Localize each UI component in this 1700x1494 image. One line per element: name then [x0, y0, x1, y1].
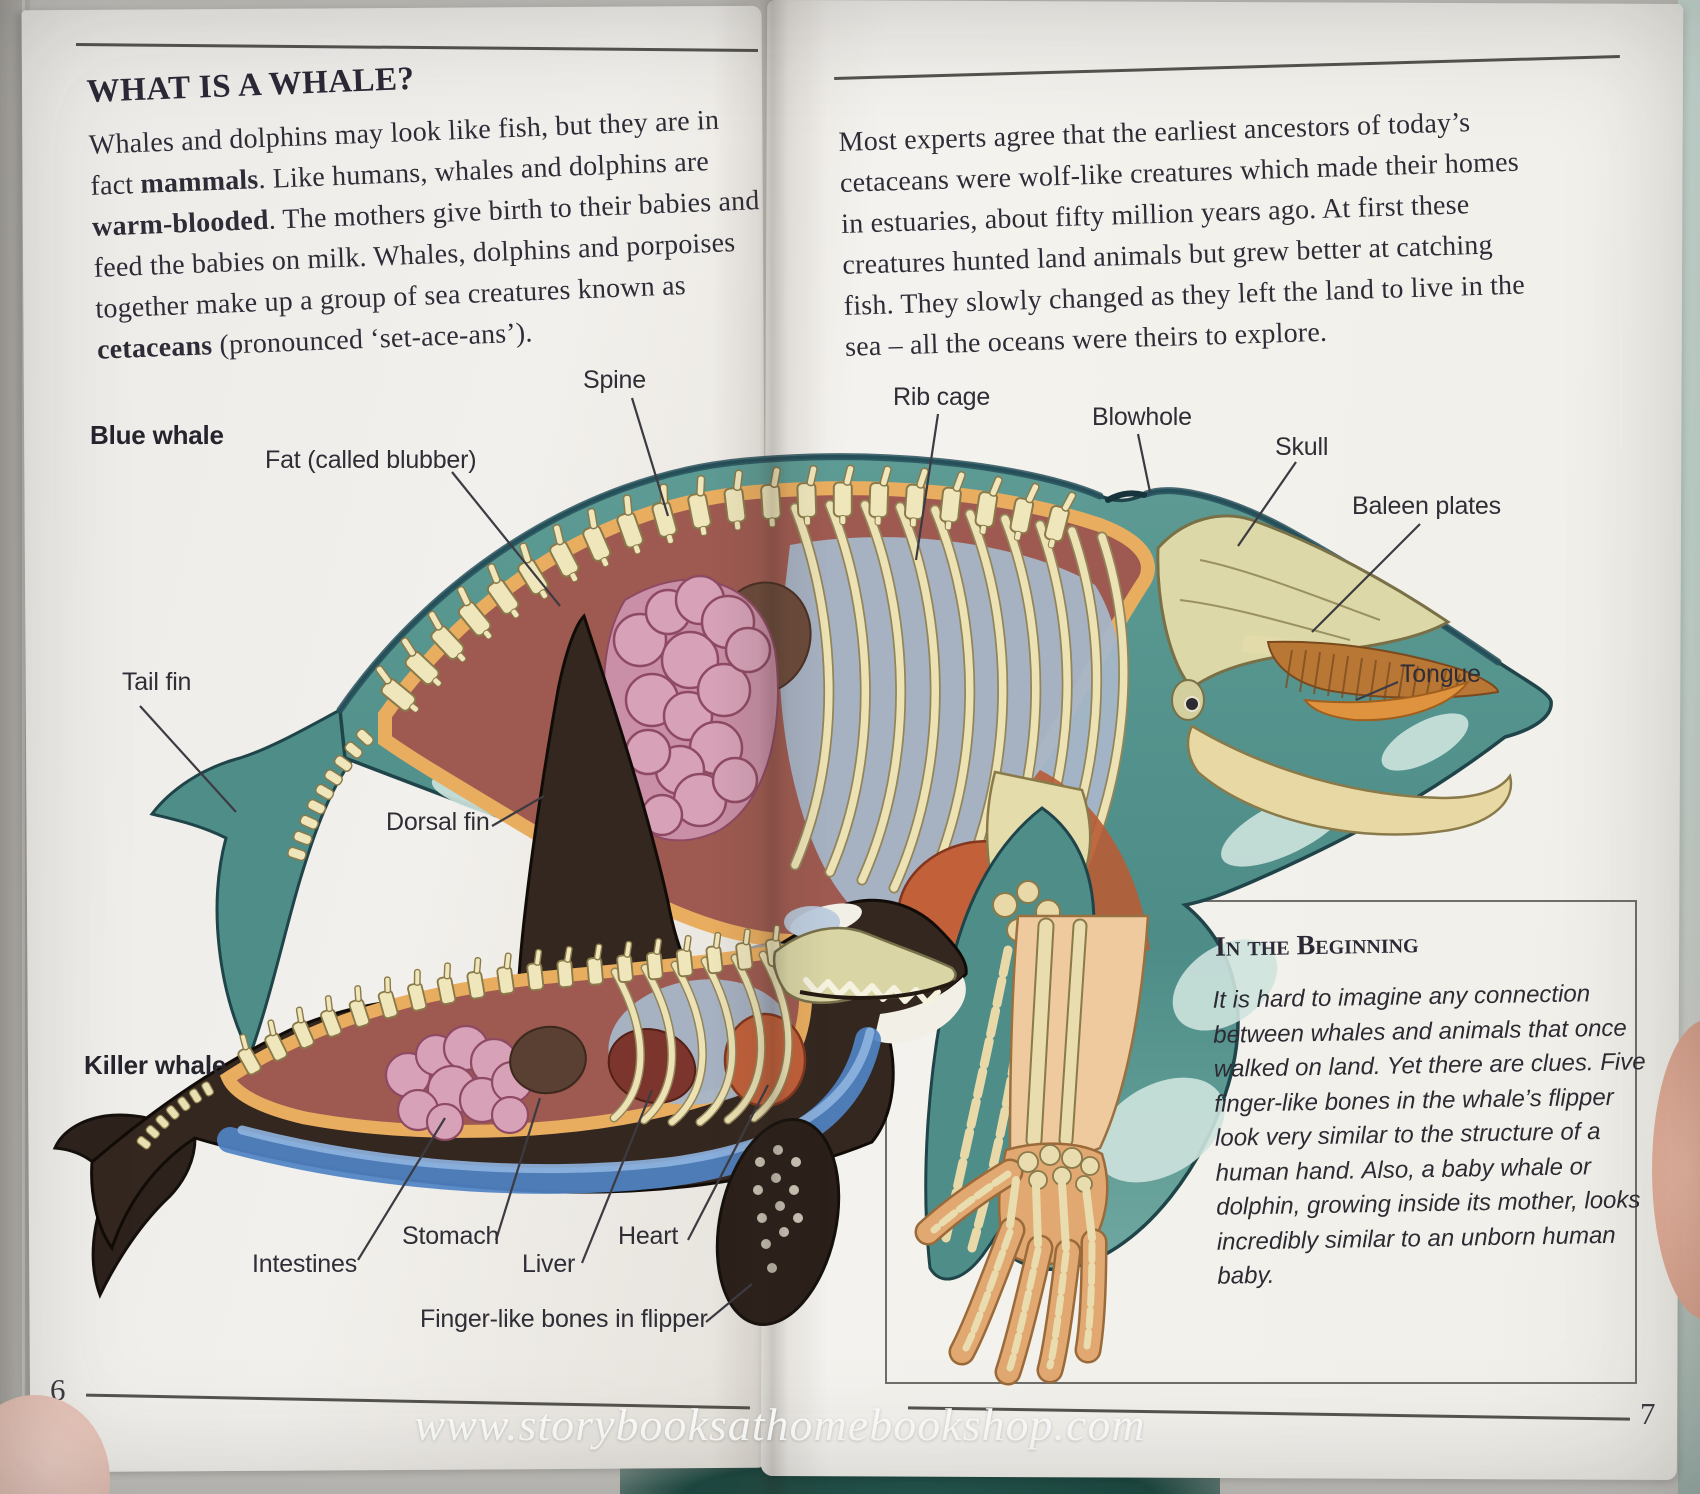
left-page-text: WHAT IS A WHALE? Whales and dolphins may… — [86, 47, 777, 371]
page-number-right: 7 — [1640, 1396, 1656, 1431]
label-heart: Heart — [618, 1222, 679, 1250]
sidebar-body: It is hard to imagine any connection bet… — [1212, 980, 1646, 1290]
label-blowhole: Blowhole — [1092, 403, 1192, 431]
label-rib-cage: Rib cage — [893, 383, 991, 411]
label-blue-whale: Blue whale — [90, 420, 224, 450]
paragraph-text: (pronounced ‘set-ace-ans’). — [211, 317, 534, 362]
label-fat-blubber: Fat (called blubber) — [265, 446, 477, 474]
label-baleen-plates: Baleen plates — [1352, 492, 1501, 520]
bold-term-mammals: mammals — [139, 164, 260, 200]
sidebar-heading: In the Beginning — [1214, 928, 1419, 963]
right-intro-paragraph: Most experts agree that the earliest anc… — [838, 107, 1526, 363]
bold-term-warm-blooded: warm-blooded — [91, 204, 270, 243]
label-spine: Spine — [583, 366, 646, 394]
label-finger-bones: Finger-like bones in flipper — [420, 1305, 708, 1333]
page-stack-line — [22, 0, 25, 1494]
right-page-text: Most experts agree that the earliest anc… — [838, 100, 1551, 368]
label-skull: Skull — [1275, 433, 1329, 461]
label-liver: Liver — [522, 1250, 576, 1278]
left-intro-paragraph: Whales and dolphins may look like fish, … — [88, 98, 777, 371]
label-tail-fin: Tail fin — [122, 668, 192, 696]
label-tongue: Tongue — [1400, 660, 1481, 688]
paragraph-text: . The mothers give birth to their babies… — [93, 185, 761, 325]
paragraph-text: . Like humans, whales and dolphins are — [257, 146, 710, 196]
label-intestines: Intestines — [252, 1250, 358, 1278]
label-killer-whale: Killer whale — [84, 1050, 227, 1080]
bold-term-cetaceans: cetaceans — [96, 330, 213, 366]
label-stomach: Stomach — [402, 1222, 500, 1250]
watermark: www.storybooksathomebookshop.com — [414, 1399, 1146, 1450]
label-dorsal-fin: Dorsal fin — [386, 808, 490, 836]
